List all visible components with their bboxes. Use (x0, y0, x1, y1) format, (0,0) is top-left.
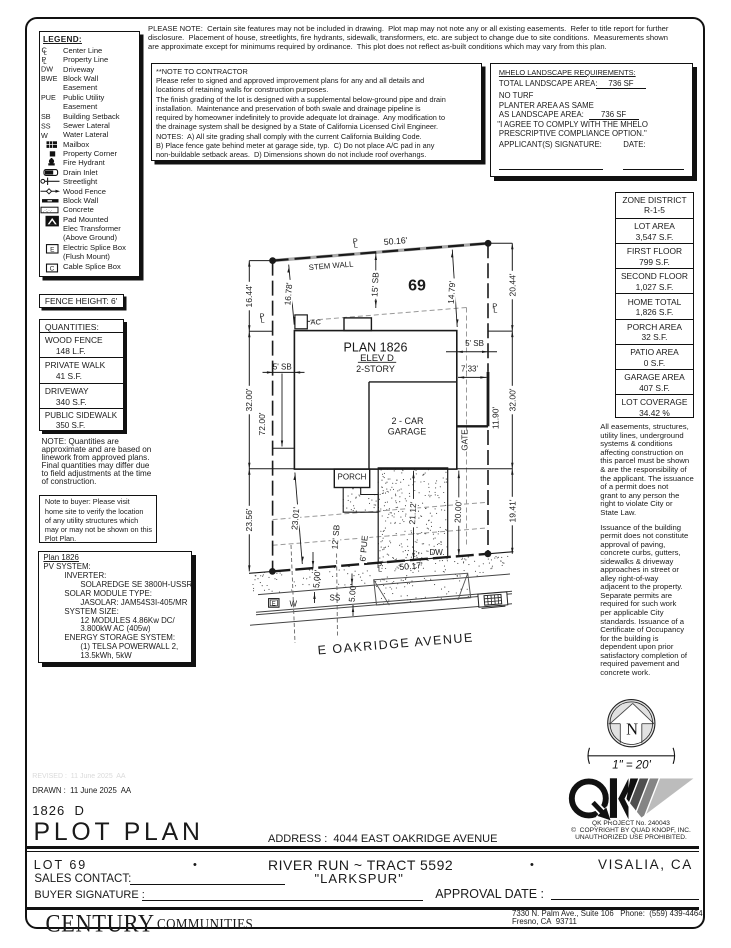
svg-text:E: E (272, 601, 276, 607)
svg-text:,·:,·.·: ,·:,·.· (43, 208, 53, 213)
svg-text:16.78': 16.78' (282, 282, 294, 306)
svg-text:32.00': 32.00' (507, 388, 517, 411)
svg-text:BWE: BWE (41, 74, 58, 83)
svg-text:PUE: PUE (41, 93, 56, 102)
svg-text:11.90': 11.90' (491, 406, 501, 429)
svg-text:19.41': 19.41' (507, 499, 517, 522)
svg-text:1" = 20': 1" = 20' (612, 760, 651, 772)
svg-text:W: W (41, 131, 48, 140)
svg-text:7.33': 7.33' (461, 365, 479, 374)
svg-text:5' SB: 5' SB (465, 339, 484, 348)
svg-text:5.00': 5.00' (347, 583, 359, 602)
svg-text:L: L (44, 51, 48, 57)
svg-text:23.01': 23.01' (289, 506, 301, 530)
svg-text:L: L (261, 315, 265, 324)
svg-text:2-STORY: 2-STORY (356, 364, 395, 374)
svg-text:GARAGE: GARAGE (388, 427, 427, 437)
svg-text:P: P (492, 302, 497, 311)
svg-text:ELEV D: ELEV D (360, 353, 394, 364)
svg-text:C: C (42, 46, 48, 55)
svg-text:PLAN 1826: PLAN 1826 (344, 341, 408, 355)
svg-text:5.00': 5.00' (311, 569, 323, 588)
svg-text:20.00': 20.00' (452, 499, 463, 523)
svg-text:12' SB: 12' SB (330, 524, 342, 550)
svg-text:STEM WALL: STEM WALL (308, 259, 354, 272)
svg-text:E OAKRIDGE AVENUE: E OAKRIDGE AVENUE (317, 630, 474, 657)
svg-text:L: L (354, 240, 358, 249)
svg-text:5' SB: 5' SB (273, 363, 292, 372)
svg-text:L: L (43, 60, 47, 66)
svg-text:SB: SB (41, 112, 51, 121)
svg-text:P: P (260, 312, 265, 321)
svg-text:50.17': 50.17' (399, 560, 424, 572)
svg-text:14.79': 14.79' (446, 280, 458, 304)
svg-text:W: W (290, 599, 298, 608)
svg-text:21.12': 21.12' (407, 501, 418, 525)
svg-text:E: E (50, 247, 55, 254)
svg-text:AC: AC (311, 317, 322, 326)
svg-text:2 - CAR: 2 - CAR (391, 416, 424, 426)
svg-text:DW.: DW. (430, 548, 445, 557)
svg-text:P: P (353, 237, 358, 246)
svg-text:P: P (42, 57, 47, 64)
svg-text:15' SB: 15' SB (369, 272, 380, 298)
svg-text:L: L (493, 305, 497, 314)
svg-text:20.44': 20.44' (507, 273, 517, 296)
svg-text:32.00': 32.00' (244, 388, 254, 411)
svg-text:SS: SS (330, 593, 341, 602)
svg-text:50.16': 50.16' (383, 235, 408, 247)
svg-text:P: P (377, 561, 382, 570)
svg-text:L: L (378, 565, 382, 574)
svg-text:DW: DW (41, 65, 53, 74)
svg-text:72.00': 72.00' (257, 412, 267, 435)
svg-text:GATE: GATE (461, 429, 470, 450)
svg-text:69: 69 (408, 278, 426, 295)
svg-text:6' PUE: 6' PUE (357, 535, 369, 562)
svg-text:N: N (626, 720, 638, 739)
svg-text:23.56': 23.56' (244, 508, 254, 531)
svg-text:PORCH: PORCH (338, 473, 367, 482)
svg-text:SS: SS (41, 122, 51, 131)
svg-text:16.44': 16.44' (244, 284, 254, 307)
svg-text:C: C (50, 266, 55, 273)
